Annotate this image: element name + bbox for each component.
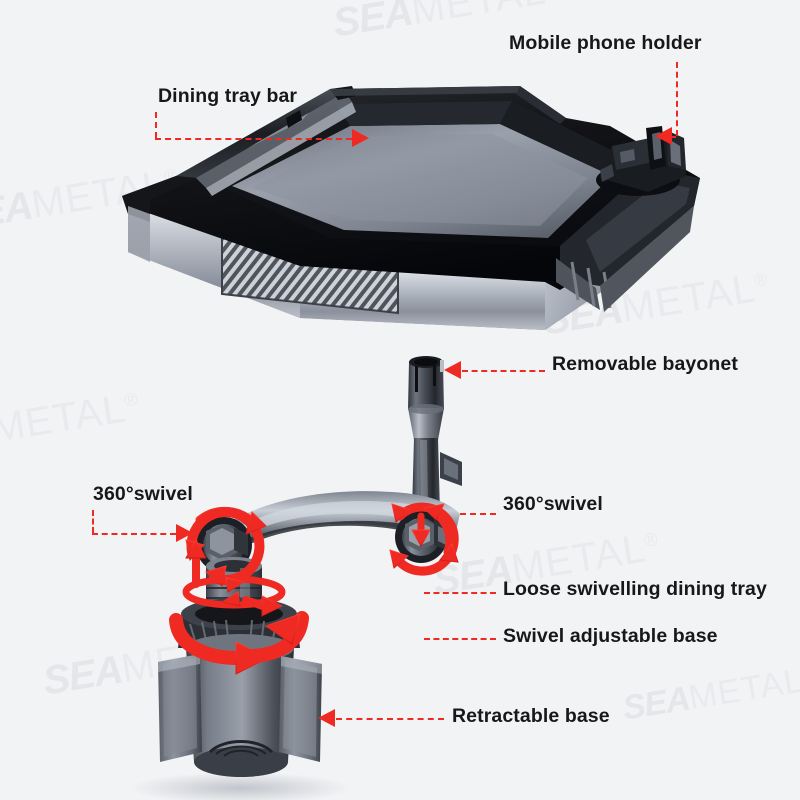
leader-line-swivel-adjustable-base: [424, 638, 496, 640]
annotation-label-swivel-adjustable-base: Swivel adjustable base: [503, 625, 718, 647]
annotation-label-retractable-base: Retractable base: [452, 705, 610, 727]
annotation-label-swivel-right: 360°swivel: [503, 493, 603, 515]
rotation-indicators: [169, 502, 459, 675]
leader-elbow-mobile-phone-holder: [676, 62, 678, 136]
dining-tray-assembly: [122, 86, 700, 330]
annotation-label-loose-swivelling-dining-tray: Loose swivelling dining tray: [503, 578, 767, 600]
leader-arrow-retractable-base: [318, 709, 335, 727]
annotation-label-removable-bayonet: Removable bayonet: [552, 353, 738, 375]
annotation-label-mobile-phone-holder: Mobile phone holder: [509, 32, 702, 54]
leader-arrow-dining-tray-bar: [352, 129, 369, 147]
leader-elbow-dining-tray-bar: [155, 112, 157, 138]
leader-arrow-swivel-left: [176, 524, 193, 542]
leader-line-swivel-right: [460, 513, 496, 515]
leader-line-swivel-left: [92, 533, 176, 535]
leader-line-removable-bayonet: [462, 370, 545, 372]
annotation-label-swivel-left: 360°swivel: [93, 483, 193, 505]
leader-line-loose-swivelling-dining-tray: [424, 592, 496, 594]
phone-holder-clip: [596, 126, 686, 196]
leader-arrow-removable-bayonet: [444, 361, 461, 379]
retractable-base: [130, 598, 350, 800]
leader-arrow-mobile-phone-holder: [655, 127, 672, 145]
leader-line-dining-tray-bar: [155, 138, 352, 140]
annotation-label-dining-tray-bar: Dining tray bar: [158, 85, 298, 107]
leader-line-retractable-base: [336, 718, 444, 720]
support-arm: [408, 356, 462, 512]
leader-elbow-swivel-left: [92, 510, 94, 533]
